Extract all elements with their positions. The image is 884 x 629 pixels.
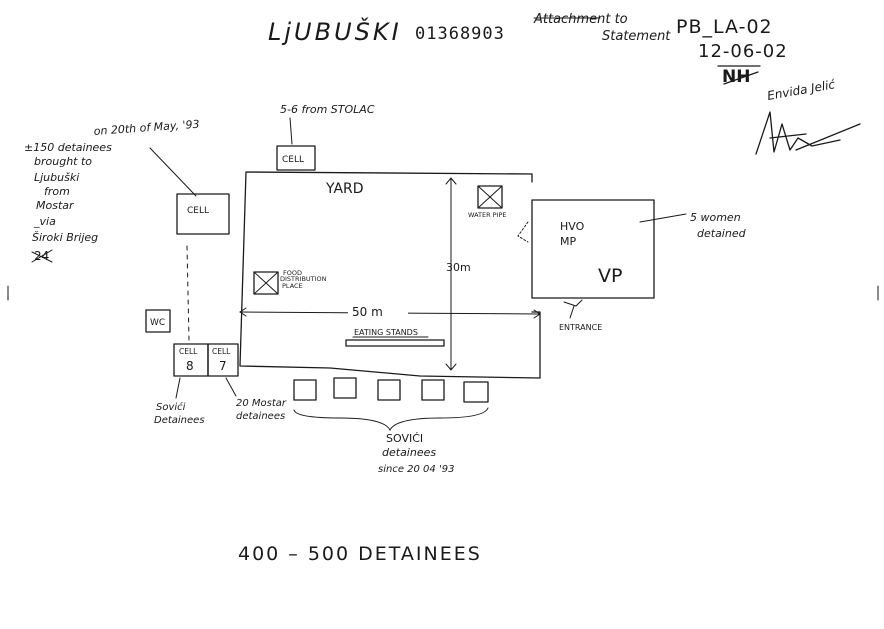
cell-7-number: 7 (219, 359, 227, 373)
left-note-line-6: _via (33, 215, 56, 228)
women-note-1: 5 women (690, 211, 741, 224)
cell-left (176, 193, 230, 235)
handwritten-signature (755, 111, 861, 155)
wc-box (145, 309, 171, 333)
cell-7-label: CELL (212, 347, 231, 356)
document-number: 01368903 (415, 24, 505, 44)
door-mark (517, 221, 529, 243)
bottom-cell-2 (333, 377, 357, 399)
food-label-line3: PLACE (282, 282, 303, 290)
sovici-cells-note-2: Detainees (154, 415, 205, 426)
mp-label: MP (560, 235, 576, 248)
witness-name: Envida Jelić (766, 77, 836, 103)
attachment-label-line2: Statement (602, 29, 671, 44)
left-note-line-4: from (44, 185, 70, 198)
attachment-label-line1: Attachment to (533, 12, 628, 27)
dimension-width-label: 50 m (352, 305, 383, 319)
bottom-cells-brace (293, 407, 489, 432)
stolac-note: 5-6 from STOLAC (280, 103, 375, 116)
sovici-cells-note-1: Sovići (156, 401, 186, 413)
water-pipe-box (477, 185, 503, 209)
bottom-cell-1 (293, 379, 317, 401)
site-title: LjUBUŠKI (268, 16, 402, 46)
cell-8-label: CELL (179, 347, 198, 356)
left-note-line-7: Široki Brijeg (32, 231, 98, 244)
bottom-cell-4 (421, 379, 445, 401)
sovici-bottom-note-1: SOVIĆI (386, 432, 423, 445)
food-label-line2: DISTRIBUTION (280, 275, 327, 283)
cell-top-label: CELL (282, 155, 304, 165)
bottom-cell-5 (463, 381, 489, 403)
sovici-bottom-note-2: detainees (382, 446, 436, 459)
cell-8-number: 8 (186, 359, 194, 373)
vp-label: VP (598, 265, 622, 287)
wc-label: WC (150, 318, 165, 328)
dimension-height-label: 30m (446, 261, 471, 274)
left-note-line-1: ±150 detainees (24, 141, 112, 154)
left-note-line-5: Mostar (36, 199, 75, 212)
hvo-mp-building (531, 199, 655, 299)
hvo-label: HVO (560, 220, 585, 233)
cell-7 (207, 343, 239, 377)
mostar-detainees-note-2: detainees (236, 411, 285, 422)
food-label-line1: FOOD (283, 269, 302, 277)
food-distribution-box (253, 271, 279, 295)
sovici-bottom-note-3: since 20 04 '93 (378, 464, 454, 475)
water-pipe-label: WATER PIPE (468, 211, 507, 219)
initials-signature: NH (722, 67, 750, 87)
entrance-label: ENTRANCE (559, 323, 602, 332)
total-detainees: 400 – 500 DETAINEES (238, 543, 482, 565)
cell-left-label: CELL (187, 206, 209, 216)
eating-stands-bar (345, 339, 445, 347)
reference-code: PB_LA-02 (676, 16, 773, 38)
cell-top (276, 145, 316, 171)
yard-label: YARD (325, 181, 364, 197)
mostar-detainees-note-1: 20 Mostar (236, 398, 287, 409)
left-note-line-3: Ljubuški (34, 171, 79, 184)
eating-stands-label: EATING STANDS (354, 328, 418, 337)
left-note-date: on 20th of May, '93 (93, 118, 200, 138)
bottom-cell-3 (377, 379, 401, 401)
yard-outline (239, 171, 541, 379)
entrance-mark (563, 299, 583, 307)
left-note-line-2: brought to (34, 155, 92, 168)
statement-date: 12-06-02 (698, 41, 788, 62)
women-note-2: detained (697, 227, 747, 240)
